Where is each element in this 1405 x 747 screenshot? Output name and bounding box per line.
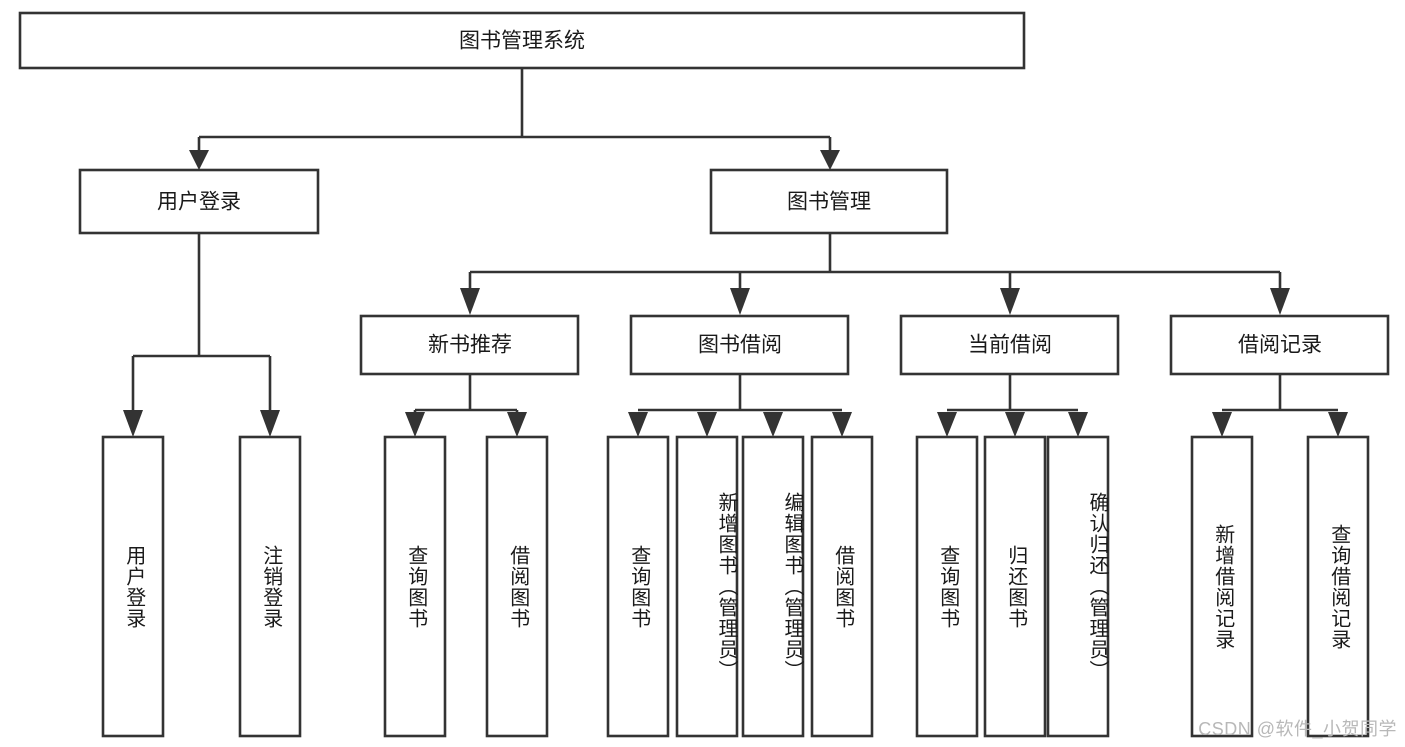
edge-group-user-login: [123, 233, 280, 437]
node-box-leaf-add-book[interactable]: [675, 435, 739, 738]
node-box-user-login[interactable]: [78, 168, 320, 235]
edge-group-root: [189, 68, 840, 170]
edge-group-new-book-recommend: [405, 374, 527, 437]
node-box-leaf-query-book-3[interactable]: [915, 435, 979, 738]
node-box-leaf-query-record[interactable]: [1306, 435, 1370, 738]
node-label-user-login: 用户登录: [157, 191, 241, 214]
arrow-bb-to-leaf1: [628, 412, 648, 437]
arrow-bb-to-leaf3: [763, 412, 783, 437]
arrow-ul-to-leaf1: [123, 410, 143, 437]
arrow-bb-to-leaf4: [832, 412, 852, 437]
node-box-leaf-edit-book[interactable]: [741, 435, 805, 738]
edge-group-current-borrow: [937, 374, 1088, 437]
node-box-book-borrow[interactable]: [629, 314, 850, 376]
node-label-book-borrow: 图书借阅: [698, 334, 782, 357]
edge-group-borrow-record: [1212, 374, 1348, 437]
edge-group-book-management: [460, 233, 1290, 315]
node-box-title[interactable]: [18, 11, 1026, 70]
node-box-leaf-borrow-book-2[interactable]: [810, 435, 874, 738]
node-label-current-borrow: 当前借阅: [968, 334, 1052, 357]
arrow-br-to-leaf2: [1328, 412, 1348, 437]
arrow-cb-to-leaf2: [1005, 412, 1025, 437]
node-box-leaf-query-book-2[interactable]: [606, 435, 670, 738]
arrow-cb-to-leaf1: [937, 412, 957, 437]
arrow-br-to-leaf1: [1212, 412, 1232, 437]
arrow-bm-to-new-book: [460, 288, 480, 315]
node-label-new-book-recommend: 新书推荐: [428, 334, 512, 357]
node-box-current-borrow[interactable]: [899, 314, 1120, 376]
node-box-book-management[interactable]: [709, 168, 949, 235]
arrow-bb-to-leaf2: [697, 412, 717, 437]
node-box-borrow-record[interactable]: [1169, 314, 1390, 376]
node-label-book-management: 图书管理: [787, 191, 871, 214]
arrow-ul-to-leaf2: [260, 410, 280, 437]
arrow-nb-to-leaf1: [405, 412, 425, 437]
edge-group-book-borrow: [628, 374, 852, 437]
arrow-nb-to-leaf2: [507, 412, 527, 437]
arrow-root-to-user-login: [189, 150, 209, 170]
arrow-bm-to-borrow-record: [1270, 288, 1290, 315]
node-box-leaf-borrow-book-1[interactable]: [485, 435, 549, 738]
node-box-leaf-add-record[interactable]: [1190, 435, 1254, 738]
node-label-borrow-record: 借阅记录: [1238, 334, 1322, 357]
node-box-leaf-query-book-1[interactable]: [383, 435, 447, 738]
node-box-new-book-recommend[interactable]: [359, 314, 580, 376]
node-box-leaf-return-book[interactable]: [983, 435, 1047, 738]
node-box-leaf-user-login[interactable]: [101, 435, 165, 738]
arrow-bm-to-book-borrow: [730, 288, 750, 315]
arrow-root-to-book-management: [820, 150, 840, 170]
arrow-bm-to-current-borrow: [1000, 288, 1020, 315]
node-box-leaf-confirm-return[interactable]: [1046, 435, 1110, 738]
arrow-cb-to-leaf3: [1068, 412, 1088, 437]
node-label-title: 图书管理系统: [459, 30, 585, 53]
csdn-watermark: CSDN @软件_小贺同学: [1198, 719, 1397, 739]
node-box-leaf-logout-login[interactable]: [238, 435, 302, 738]
